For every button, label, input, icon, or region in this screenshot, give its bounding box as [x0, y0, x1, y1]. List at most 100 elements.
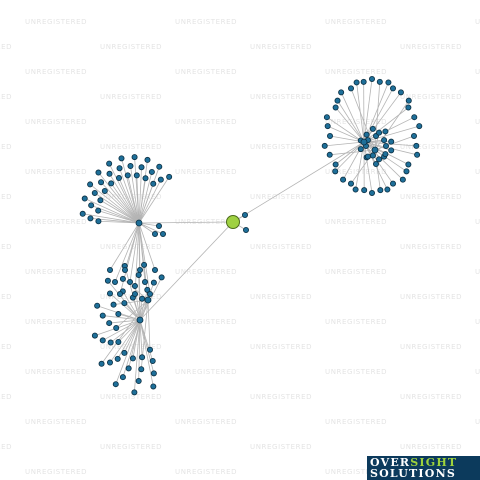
watermark-text: UNREGISTERED	[250, 393, 312, 401]
leaf-node	[98, 360, 105, 367]
watermark-text: UNREGISTERED	[250, 43, 312, 51]
watermark-text: UNREGISTERED	[0, 243, 12, 251]
watermark-text: UNREGISTERED	[25, 368, 87, 376]
leaf-node	[115, 311, 122, 318]
leaf-node	[95, 207, 102, 214]
graph-edge	[114, 222, 140, 283]
leaf-node	[115, 338, 122, 345]
leaf-node	[131, 154, 138, 161]
graph-edge	[363, 78, 373, 143]
graph-edge	[363, 107, 409, 143]
watermark-text: UNREGISTERED	[0, 193, 12, 201]
leaf-node	[131, 290, 138, 297]
leaf-node	[241, 211, 248, 218]
watermark-text: UNREGISTERED	[400, 43, 462, 51]
leaf-node	[332, 161, 339, 168]
leaf-node	[101, 187, 108, 194]
leaf-node	[385, 79, 392, 86]
leaf-node	[151, 230, 158, 237]
leaf-node	[352, 186, 359, 193]
graph-edge	[98, 210, 140, 224]
watermark-text: UNREGISTERED	[25, 18, 87, 26]
leaf-node	[405, 104, 412, 111]
graph-edge	[374, 149, 381, 191]
leaf-node	[364, 153, 371, 160]
watermark-text: UNREGISTERED	[475, 118, 480, 126]
leaf-node	[144, 286, 151, 293]
graph-edge	[110, 183, 140, 224]
watermark-text: UNREGISTERED	[175, 318, 237, 326]
graph-edge	[138, 222, 164, 235]
graph-edge	[128, 319, 141, 369]
graph-edge	[133, 319, 141, 393]
leaf-node	[135, 271, 142, 278]
watermark-text: UNREGISTERED	[475, 218, 480, 226]
leaf-node	[382, 151, 389, 158]
watermark-text: UNREGISTERED	[100, 243, 162, 251]
hub-node	[144, 296, 152, 304]
graph-edge	[109, 319, 141, 363]
leaf-node	[340, 176, 347, 183]
graph-edge	[139, 319, 143, 358]
watermark-text: UNREGISTERED	[250, 143, 312, 151]
leaf-node	[155, 222, 162, 229]
graph-edge	[109, 293, 141, 321]
watermark-text: UNREGISTERED	[175, 68, 237, 76]
leaf-node	[149, 357, 156, 364]
leaf-node	[326, 151, 333, 158]
leaf-node	[347, 85, 354, 92]
leaf-node	[119, 374, 126, 381]
graph-edge	[119, 168, 140, 224]
leaf-node	[150, 370, 157, 377]
leaf-node	[133, 172, 140, 179]
leaf-node	[324, 123, 331, 130]
watermark-text: UNREGISTERED	[100, 343, 162, 351]
watermark-text: UNREGISTERED	[0, 343, 12, 351]
watermark-text: UNREGISTERED	[175, 168, 237, 176]
graph-edge	[340, 92, 365, 143]
leaf-node	[414, 151, 421, 158]
graph-edge	[232, 141, 365, 223]
leaf-node	[397, 89, 404, 96]
leaf-node	[150, 383, 157, 390]
leaf-node	[376, 129, 383, 136]
leaf-node	[81, 195, 88, 202]
leaf-node	[106, 170, 113, 177]
leaf-node	[413, 142, 420, 149]
watermark-text: UNREGISTERED	[325, 368, 387, 376]
watermark-text: UNREGISTERED	[475, 168, 480, 176]
leaf-node	[95, 169, 102, 176]
watermark-text: UNREGISTERED	[400, 243, 462, 251]
watermark-text: UNREGISTERED	[250, 243, 312, 251]
watermark-text: UNREGISTERED	[250, 343, 312, 351]
graph-edge	[127, 175, 140, 224]
graph-edge	[138, 222, 156, 271]
graph-edge	[117, 319, 141, 360]
watermark-text: UNREGISTERED	[25, 268, 87, 276]
leaf-node	[376, 78, 383, 85]
leaf-node	[159, 230, 166, 237]
leaf-node	[125, 365, 132, 372]
watermark-text: UNREGISTERED	[100, 93, 162, 101]
watermark-text: UNREGISTERED	[325, 218, 387, 226]
leaf-node	[357, 146, 364, 153]
graph-edge	[102, 315, 141, 321]
hub-node	[371, 146, 379, 154]
leaf-node	[114, 355, 121, 362]
leaf-node	[382, 142, 389, 149]
watermark-text: UNREGISTERED	[400, 293, 462, 301]
graph-edge	[118, 177, 140, 224]
graph-edge	[138, 221, 234, 224]
watermark-text: UNREGISTERED	[0, 393, 12, 401]
graph-edge	[82, 213, 140, 224]
leaf-node	[150, 279, 157, 286]
watermark-text: UNREGISTERED	[25, 118, 87, 126]
leaf-node	[116, 165, 123, 172]
leaf-node	[156, 163, 163, 170]
leaf-node	[146, 290, 153, 297]
leaf-node	[118, 155, 125, 162]
watermark-text: UNREGISTERED	[400, 343, 462, 351]
watermark-text: UNREGISTERED	[0, 293, 12, 301]
leaf-node	[91, 332, 98, 339]
watermark-text: UNREGISTERED	[25, 218, 87, 226]
